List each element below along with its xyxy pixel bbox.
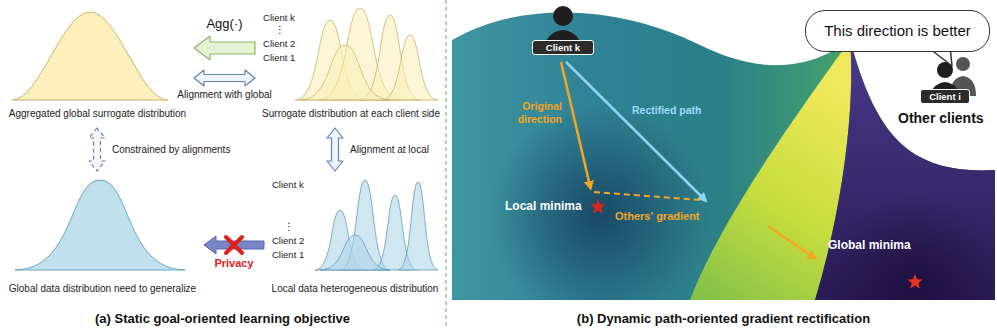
connector bbox=[327, 128, 343, 171]
distribution-plot: Client k⋮ Client 2 Client 1 Surrogate distr… bbox=[259, 4, 443, 124]
client-label: Client k bbox=[263, 12, 295, 23]
edge-label: Alignment at local bbox=[348, 144, 431, 156]
client-label: Client 2 bbox=[272, 235, 304, 246]
plot-caption: Local data heterogeneous distribution bbox=[272, 283, 439, 295]
bell-curve bbox=[398, 182, 438, 270]
connector bbox=[204, 236, 264, 254]
person-body bbox=[544, 30, 582, 54]
minimum-star bbox=[590, 199, 605, 213]
client-badge: Client i bbox=[920, 89, 970, 104]
ellipsis: ⋮ bbox=[275, 24, 285, 36]
minimum-star bbox=[907, 274, 922, 288]
bubble-text: This direction is better bbox=[824, 22, 971, 40]
privacy-cross bbox=[226, 237, 242, 253]
connector bbox=[194, 36, 255, 60]
global-data-curve bbox=[15, 180, 185, 270]
panel-caption: (a) Static goal-oriented learning object… bbox=[0, 311, 445, 327]
rectified-path-arrow bbox=[566, 62, 704, 199]
badge-text: Client i bbox=[929, 91, 961, 102]
person-head bbox=[956, 57, 970, 71]
bell-curve bbox=[300, 45, 390, 100]
global-basin-shade bbox=[815, 40, 995, 300]
client-label: Client 1 bbox=[272, 249, 304, 260]
privacy-arrow bbox=[204, 236, 264, 254]
path-label: Rectified path bbox=[632, 104, 701, 117]
edge-label: Alignment with global bbox=[175, 89, 274, 101]
path-label: Original direction bbox=[500, 100, 562, 125]
aggregation-arrow bbox=[194, 36, 255, 60]
panel-divider bbox=[445, 0, 447, 329]
client-icon bbox=[544, 6, 582, 54]
distribution-plot: Client k ⋮ Client 2 Client 1 Local data hete… bbox=[268, 175, 442, 300]
badge-text: Client k bbox=[546, 42, 580, 53]
distribution-plot: Global data distribution need to general… bbox=[5, 175, 200, 300]
group-label: Other clients bbox=[898, 110, 984, 127]
bell-curve bbox=[320, 235, 390, 270]
edge-label: Agg(·) bbox=[204, 16, 244, 32]
person-head bbox=[553, 6, 573, 26]
local-data-curves bbox=[315, 180, 438, 270]
client-label: Client k bbox=[272, 179, 304, 190]
alignment-arrow bbox=[194, 70, 255, 86]
bell-curve bbox=[12, 12, 168, 100]
ellipsis: ⋮ bbox=[284, 221, 294, 233]
minimum-label: Global minima bbox=[828, 238, 911, 252]
edge-label: Constrained by alignments bbox=[110, 144, 232, 156]
loss-landscape bbox=[452, 12, 995, 300]
path-label: Others' gradient bbox=[615, 210, 700, 223]
panel-caption: (b) Dynamic path-oriented gradient recti… bbox=[450, 311, 997, 327]
plot-caption: Aggregated global surrogate distribution bbox=[9, 108, 186, 120]
client-label: Client 2 bbox=[263, 38, 295, 49]
global-surrogate-curve bbox=[12, 12, 168, 100]
plot-caption: Global data distribution need to general… bbox=[9, 283, 196, 295]
alignment-arrow bbox=[327, 128, 343, 171]
distribution-plot: Aggregated global surrogate distribution bbox=[5, 4, 190, 124]
minimum-label: Local minima bbox=[505, 199, 582, 213]
constraint-arrow bbox=[89, 128, 105, 171]
landscape-surface bbox=[452, 12, 995, 300]
person-body bbox=[929, 82, 961, 104]
speech-bubble: This direction is better bbox=[805, 10, 990, 52]
connector bbox=[89, 128, 105, 171]
client-badge: Client k bbox=[532, 40, 594, 55]
gradient-arrow bbox=[768, 226, 813, 257]
local-basin-shade bbox=[452, 12, 995, 300]
client-label: Client 1 bbox=[263, 52, 295, 63]
edge-label: Privacy bbox=[212, 257, 255, 270]
others-gradient-dashed bbox=[594, 192, 700, 200]
plot-caption: Surrogate distribution at each client si… bbox=[262, 108, 440, 120]
bell-curve bbox=[15, 180, 185, 270]
bell-curve bbox=[382, 35, 438, 100]
client-surrogate-curves bbox=[295, 8, 438, 100]
privacy-cross bbox=[226, 237, 242, 253]
landscape-valley bbox=[815, 40, 995, 300]
connector bbox=[194, 70, 255, 86]
